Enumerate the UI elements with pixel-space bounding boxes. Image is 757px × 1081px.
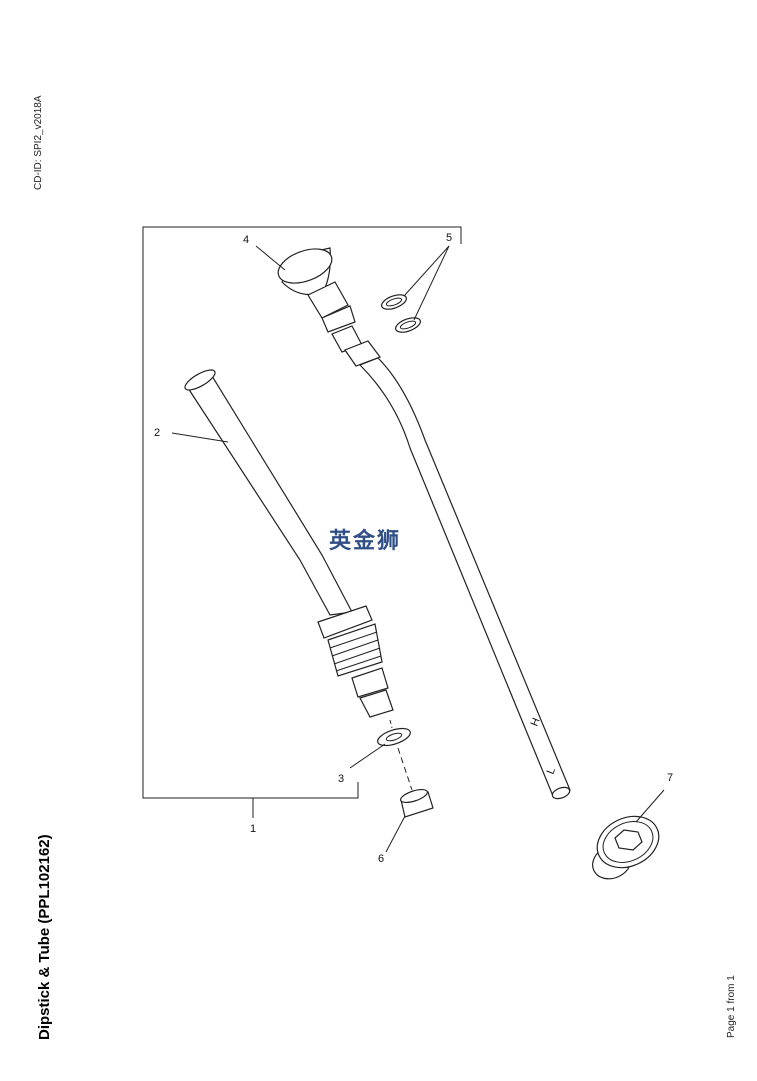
- sealing-washer: [377, 719, 413, 791]
- drain-plug: [592, 815, 660, 880]
- high-mark: H: [529, 716, 543, 728]
- assembly-bracket: [142, 226, 462, 818]
- callout-3: 3: [338, 773, 344, 785]
- callout-2: 2: [154, 427, 160, 439]
- callout-1: 1: [250, 823, 256, 835]
- callout-5: 5: [446, 232, 452, 244]
- leader-lines: [171, 245, 665, 853]
- low-mark: L: [545, 766, 558, 776]
- callout-4: 4: [243, 234, 249, 246]
- dipstick: H L: [277, 247, 571, 800]
- dipstick-tube: [184, 369, 394, 718]
- o-rings: [381, 294, 421, 333]
- callout-6: 6: [378, 853, 384, 865]
- watermark-logo: 英金狮: [329, 528, 401, 554]
- callout-7: 7: [667, 772, 673, 784]
- sleeve: [399, 788, 434, 818]
